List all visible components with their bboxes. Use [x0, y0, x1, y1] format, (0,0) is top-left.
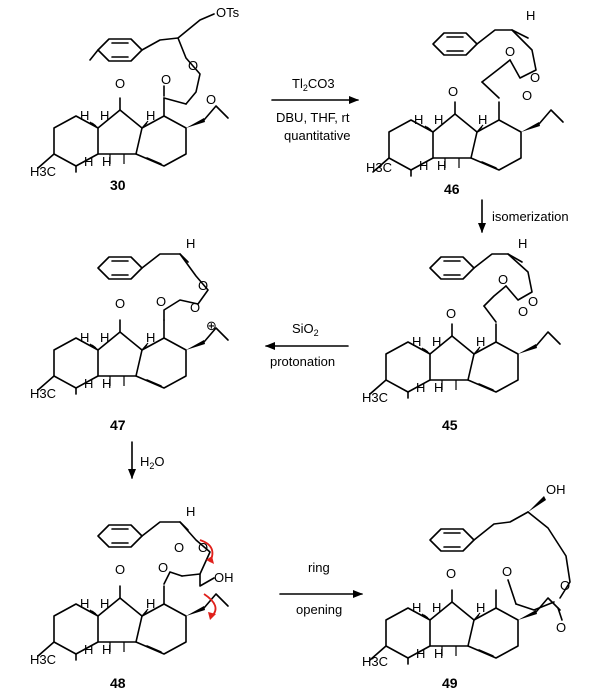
svg-text:O: O — [518, 304, 528, 319]
svg-text:O: O — [446, 566, 456, 581]
compound-30: O O O O OTs H H H H H H3C 30 — [30, 5, 240, 193]
compound-label-30: 30 — [110, 177, 126, 193]
svg-text:H: H — [80, 596, 89, 611]
svg-text:H: H — [100, 108, 109, 123]
svg-text:H: H — [102, 376, 111, 391]
svg-text:H: H — [434, 646, 443, 661]
svg-text:H3C: H3C — [362, 654, 388, 669]
svg-text:O: O — [448, 84, 458, 99]
compound-label-47: 47 — [110, 417, 126, 433]
svg-text:O: O — [446, 306, 456, 321]
svg-text:O: O — [198, 540, 208, 555]
svg-text:O: O — [190, 300, 200, 315]
svg-text:O: O — [530, 70, 540, 85]
svg-text:O: O — [556, 620, 566, 635]
opening-label: opening — [296, 602, 342, 617]
tl2co3-label: Tl2CO3 — [292, 76, 335, 93]
protonation-label: protonation — [270, 354, 335, 369]
svg-text:H: H — [102, 642, 111, 657]
svg-text:O: O — [206, 92, 216, 107]
svg-text:H: H — [419, 158, 428, 173]
svg-text:O: O — [156, 294, 166, 309]
svg-text:O: O — [115, 296, 125, 311]
svg-text:H: H — [412, 600, 421, 615]
svg-text:H3C: H3C — [30, 652, 56, 667]
svg-text:O: O — [528, 294, 538, 309]
compound-48: O O O O OH H H H H H H H3C 48 — [30, 504, 234, 691]
svg-text:H: H — [84, 376, 93, 391]
svg-text:H: H — [186, 236, 195, 251]
svg-text:H: H — [437, 158, 446, 173]
svg-text:O: O — [158, 560, 168, 575]
hemiorthoester-oh: OH — [214, 570, 234, 585]
compound-label-45: 45 — [442, 417, 458, 433]
svg-text:H3C: H3C — [366, 160, 392, 175]
oxocarbenium-charge: ⊕ — [206, 318, 217, 333]
svg-text:O: O — [522, 88, 532, 103]
svg-text:O: O — [502, 564, 512, 579]
compound-47: O O O O H ⊕ H H H H H H3C 47 — [30, 236, 229, 433]
svg-text:H: H — [80, 330, 89, 345]
quantitative-label: quantitative — [284, 128, 351, 143]
svg-text:H: H — [146, 108, 155, 123]
svg-text:O: O — [174, 540, 184, 555]
svg-text:H: H — [146, 596, 155, 611]
ots-label: OTs — [216, 5, 240, 20]
svg-text:H: H — [80, 108, 89, 123]
svg-text:H: H — [434, 380, 443, 395]
svg-text:H: H — [146, 330, 155, 345]
svg-text:H: H — [100, 596, 109, 611]
alcohol-oh: OH — [546, 482, 566, 497]
svg-text:H: H — [186, 504, 195, 519]
svg-text:H: H — [526, 8, 535, 23]
svg-text:H: H — [518, 236, 527, 251]
svg-text:H: H — [84, 642, 93, 657]
arrow-48-to-49: ring opening — [279, 560, 363, 617]
svg-text:H: H — [416, 646, 425, 661]
compound-label-49: 49 — [442, 675, 458, 691]
svg-text:O: O — [115, 76, 125, 91]
compound-45: O O O O H H H H H H H3C 45 — [362, 236, 561, 433]
svg-text:O: O — [498, 272, 508, 287]
svg-text:H: H — [100, 330, 109, 345]
compound-label-48: 48 — [110, 675, 126, 691]
isomerization-label: isomerization — [492, 209, 569, 224]
compound-49: O O O O OH H H H H H H3C 49 — [362, 482, 571, 691]
compound-label-46: 46 — [444, 181, 460, 197]
svg-text:H: H — [434, 112, 443, 127]
svg-text:O: O — [161, 72, 171, 87]
sio2-label: SiO2 — [292, 321, 319, 338]
svg-text:H: H — [432, 600, 441, 615]
svg-text:H: H — [432, 334, 441, 349]
svg-text:H: H — [102, 154, 111, 169]
svg-text:H3C: H3C — [30, 386, 56, 401]
svg-text:H: H — [476, 600, 485, 615]
svg-text:H: H — [478, 112, 487, 127]
svg-text:O: O — [188, 58, 198, 73]
svg-text:O: O — [198, 278, 208, 293]
arrow-30-to-46: Tl2CO3 DBU, THF, rt quantitative — [271, 76, 359, 143]
arrow-45-to-47: SiO2 protonation — [265, 321, 349, 369]
svg-text:H: H — [412, 334, 421, 349]
svg-text:H3C: H3C — [362, 390, 388, 405]
svg-text:H: H — [414, 112, 423, 127]
svg-text:O: O — [560, 578, 570, 593]
svg-text:O: O — [115, 562, 125, 577]
methyl-label: H3C — [30, 164, 56, 179]
arrow-47-to-48: H2O — [128, 441, 165, 479]
svg-text:H: H — [416, 380, 425, 395]
compound-46: O O O O H H H H H H H3C 46 — [366, 8, 564, 197]
svg-text:H: H — [476, 334, 485, 349]
arrow-46-to-45: isomerization — [478, 199, 569, 233]
svg-text:H: H — [84, 154, 93, 169]
ring-label: ring — [308, 560, 330, 575]
svg-text:O: O — [505, 44, 515, 59]
dbu-thf-label: DBU, THF, rt — [276, 110, 350, 125]
h2o-label: H2O — [140, 454, 165, 471]
